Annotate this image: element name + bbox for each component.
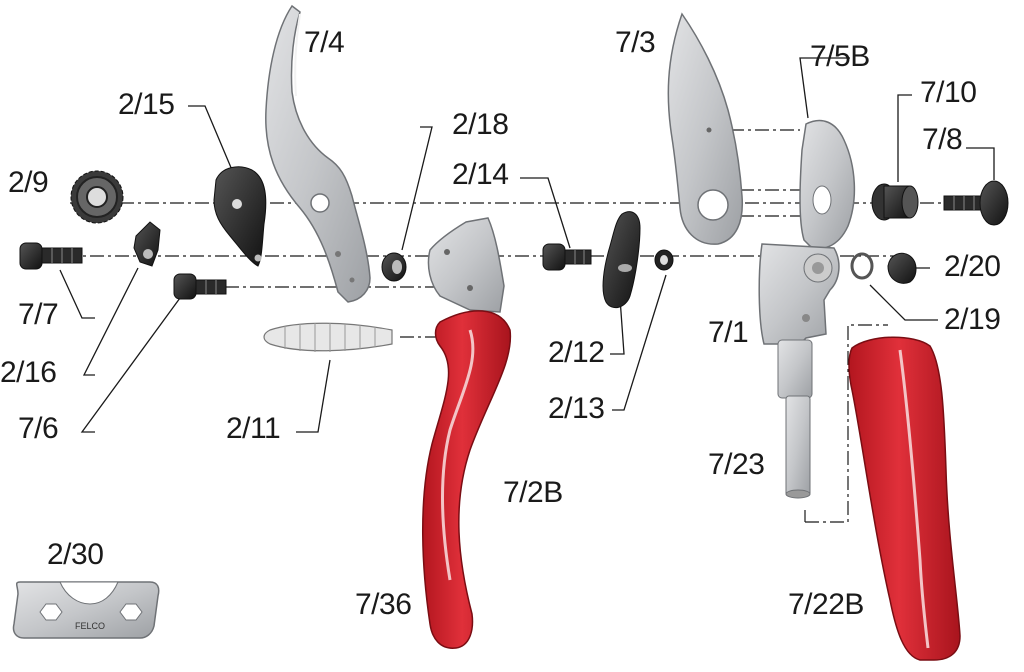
label-2-15: 2/15 (118, 88, 175, 121)
label-7-6: 7/6 (18, 412, 59, 445)
label-2-18: 2/18 (452, 108, 509, 141)
bushing-7-10 (871, 183, 919, 221)
upper-handle-7-5B (758, 119, 856, 345)
label-7-2B: 7/2B (503, 476, 563, 509)
label-7-5B: 7/5B (810, 40, 870, 73)
spring-2-11 (263, 322, 393, 352)
lower-blade-7-3 (667, 12, 744, 245)
label-2-11: 2/11 (226, 412, 281, 445)
grip-7-22B (848, 336, 961, 661)
label-7-22B: 7/22B (788, 588, 864, 621)
label-7-4: 7/4 (304, 26, 345, 59)
label-2-12: 2/12 (548, 336, 605, 369)
label-2-13: 2/13 (548, 392, 605, 425)
bolt-2-14 (542, 243, 592, 271)
ring-2-19 (850, 252, 874, 280)
nut-2-18 (381, 252, 407, 282)
leader-lines (59, 57, 995, 433)
wrench-2-30: FELCO (12, 581, 160, 639)
label-2-19: 2/19 (944, 303, 1001, 336)
label-7-10: 7/10 (920, 76, 977, 109)
label-7-3: 7/3 (615, 26, 656, 59)
bolt-7-7 (19, 242, 83, 270)
cam-plate-2-15 (213, 166, 267, 267)
cap-2-20 (887, 252, 917, 284)
rod-7-23 (777, 339, 813, 499)
bolt-7-6 (173, 273, 227, 300)
label-2-9: 2/9 (8, 166, 49, 199)
label-2-16: 2/16 (0, 356, 57, 389)
washer-2-13 (654, 249, 674, 271)
screw-7-8 (943, 180, 1009, 226)
label-2-30: 2/30 (47, 538, 104, 571)
label-2-20: 2/20 (944, 250, 1001, 283)
latch-2-12 (602, 211, 641, 309)
label-7-1: 7/1 (708, 316, 749, 349)
label-7-23: 7/23 (708, 448, 765, 481)
lower-handle-7-2B (422, 217, 512, 649)
label-7-8: 7/8 (922, 123, 963, 156)
label-7-7: 7/7 (18, 298, 59, 331)
upper-blade-7-4 (265, 4, 371, 303)
gear-2-9 (70, 170, 124, 224)
wrench-logo-text: FELCO (75, 621, 105, 631)
plate-2-16 (133, 221, 161, 267)
label-7-36: 7/36 (355, 588, 412, 621)
label-2-14: 2/14 (452, 158, 509, 191)
